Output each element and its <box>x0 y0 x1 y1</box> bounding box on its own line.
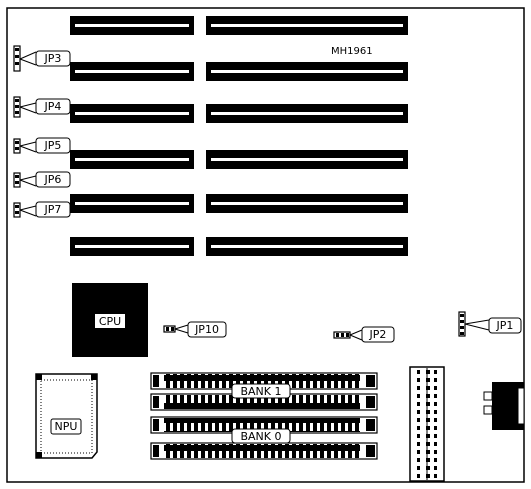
bank-0-label: BANK 0 <box>240 430 281 443</box>
jumper-callout <box>187 321 227 338</box>
jumper-jp7: JP7 <box>13 201 71 218</box>
jumper-callout <box>488 317 522 334</box>
bank-label-box <box>231 428 291 444</box>
bank-label-box <box>231 383 291 399</box>
expansion-slot <box>70 16 194 35</box>
simm-socket <box>150 393 378 411</box>
jumper-label: JP3 <box>44 52 62 65</box>
jumper-label: JP5 <box>44 139 62 152</box>
jumper-jp1: JP1 <box>458 311 522 337</box>
jumper-jp10: JP10 <box>163 321 227 338</box>
expansion-slot <box>70 237 194 256</box>
jumper-jp4: JP4 <box>13 96 71 118</box>
jumper-jp3: JP3 <box>13 45 71 72</box>
jumper-label: JP1 <box>496 319 514 332</box>
jumper-callout <box>361 326 395 343</box>
simm-sockets: BANK 1 BANK 0 <box>150 372 378 460</box>
cpu-label: CPU <box>99 315 121 328</box>
jumper-label: JP4 <box>44 100 62 113</box>
jumper-callout <box>35 137 71 154</box>
expansion-slot <box>206 62 408 81</box>
jumper-callout <box>35 50 71 67</box>
expansion-slot <box>70 194 194 213</box>
expansion-slot <box>206 150 408 169</box>
expansion-slot <box>206 194 408 213</box>
jumper-label: JP7 <box>44 203 62 216</box>
npu-socket: NPU <box>35 373 98 459</box>
jumper-label: JP10 <box>194 323 219 336</box>
jumper-jp6: JP6 <box>13 171 71 188</box>
jumper-callout <box>35 201 71 218</box>
expansion-slots-left <box>70 16 194 256</box>
jumper-label: JP2 <box>369 328 387 341</box>
bank-1-label: BANK 1 <box>240 385 281 398</box>
jumper-jp5: JP5 <box>13 137 71 154</box>
simm-socket <box>150 442 378 460</box>
jumper-callout <box>35 98 71 115</box>
simm-socket <box>150 416 378 434</box>
cpu-chip: CPU <box>72 283 148 357</box>
keyboard-connector <box>483 382 525 430</box>
expansion-slot <box>206 16 408 35</box>
expansion-slot <box>206 237 408 256</box>
jumper-jp2: JP2 <box>333 326 395 343</box>
power-connector <box>409 366 445 482</box>
expansion-slots-right <box>206 16 408 256</box>
expansion-slot <box>206 104 408 123</box>
model-label: MH1961 <box>331 46 373 57</box>
expansion-slot <box>70 62 194 81</box>
npu-label: NPU <box>55 420 78 433</box>
expansion-slot <box>70 150 194 169</box>
expansion-slot <box>70 104 194 123</box>
jumper-label: JP6 <box>44 173 62 186</box>
jumper-callout <box>35 171 71 188</box>
